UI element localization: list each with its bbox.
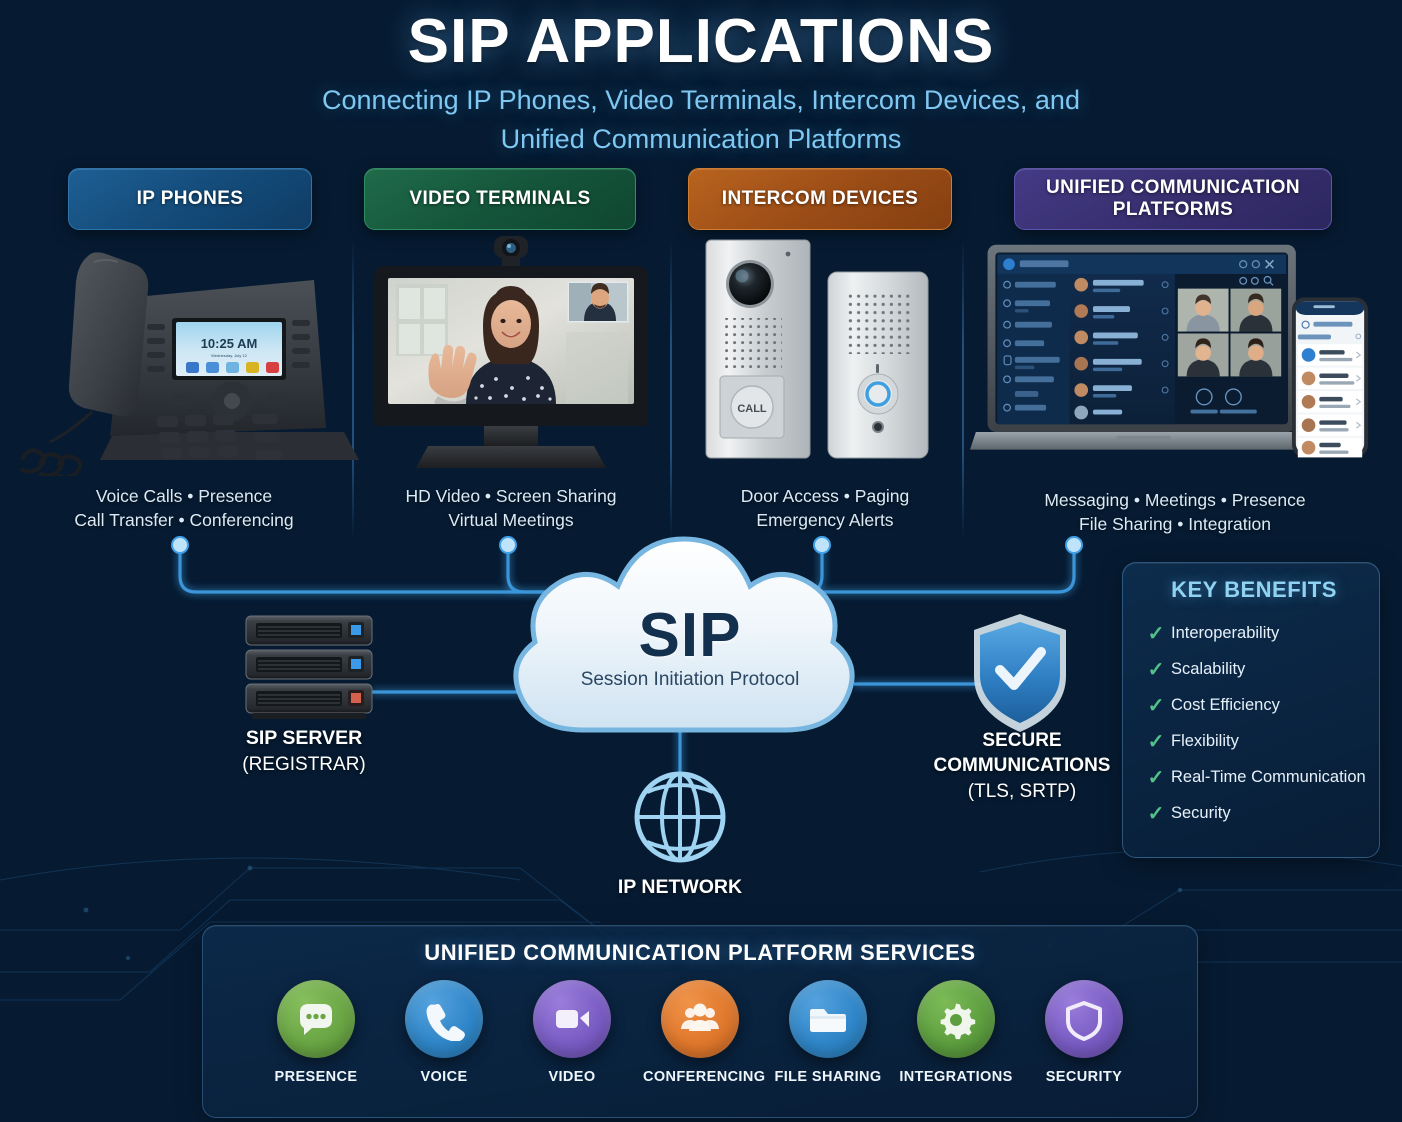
video-camera-icon <box>556 1010 589 1028</box>
intercom-devices-image: CALL <box>705 239 929 459</box>
benefit-item-cost-efficiency: ✓ Cost Efficiency <box>1141 687 1367 723</box>
service-label: VOICE <box>420 1069 468 1085</box>
benefit-item-security: ✓ Security <box>1141 795 1367 831</box>
secure-label-line-3: (TLS, SRTP) <box>967 780 1077 802</box>
people-group-icon <box>681 1003 719 1031</box>
ip-phones-caption: Voice Calls • Presence Call Transfer • C… <box>14 484 354 532</box>
service-item-presence[interactable]: PRESENCE <box>259 980 373 1085</box>
file-sharing-bubble <box>789 980 867 1058</box>
check-icon: ✓ <box>1147 658 1165 681</box>
benefit-item-real-time-communication: ✓ Real-Time Communication <box>1141 759 1367 795</box>
sip-server-label-line-1: SIP SERVER <box>245 727 363 749</box>
benefit-item-interoperability: ✓ Interoperability <box>1141 615 1367 651</box>
column-divider-1 <box>352 240 354 540</box>
ip-desk-phone-image: 10:25 AM Wednesday, July 12 <box>19 252 359 476</box>
intercom-devices-caption: Door Access • Paging Emergency Alerts <box>700 484 950 532</box>
ip-phones-caption-line-1: Voice Calls • Presence <box>95 486 273 506</box>
service-label: INTEGRATIONS <box>899 1069 1013 1085</box>
benefit-label: Interoperability <box>1171 623 1280 642</box>
service-item-video[interactable]: VIDEO <box>515 980 629 1085</box>
intercom-devices-caption-line-2: Emergency Alerts <box>756 510 894 531</box>
video-terminals-caption-line-1: HD Video • Screen Sharing <box>405 486 617 506</box>
check-icon: ✓ <box>1147 802 1165 825</box>
benefit-label: Scalability <box>1171 659 1246 678</box>
uc-platforms-caption-line-2: File Sharing • Integration <box>1079 514 1271 535</box>
uc-platform-laptop-phone-image <box>970 244 1369 458</box>
video-terminals-caption-line-2: Virtual Meetings <box>448 510 574 531</box>
phone-icon <box>426 1003 465 1041</box>
check-icon: ✓ <box>1147 622 1165 645</box>
services-icon-row: PRESENCE VOICE VIDEO <box>203 966 1197 1085</box>
ip-phones-caption-line-2: Call Transfer • Conferencing <box>74 510 294 531</box>
check-icon: ✓ <box>1147 694 1165 717</box>
service-item-conferencing[interactable]: CONFERENCING <box>643 980 766 1085</box>
service-label: VIDEO <box>548 1069 596 1085</box>
uc-platform-services-panel: UNIFIED COMMUNICATION PLATFORM SERVICES … <box>202 925 1198 1118</box>
category-chip-unified-communication-platforms[interactable]: UNIFIED COMMUNICATION PLATFORMS <box>1014 168 1332 230</box>
benefit-label: Real-Time Communication <box>1171 767 1366 786</box>
column-divider-2 <box>670 240 672 540</box>
benefit-label: Cost Efficiency <box>1171 695 1280 714</box>
check-icon: ✓ <box>1147 730 1165 753</box>
secure-label-line-2: COMMUNICATIONS <box>933 755 1111 777</box>
service-label: CONFERENCING <box>643 1069 766 1085</box>
service-item-integrations[interactable]: INTEGRATIONS <box>899 980 1013 1085</box>
benefit-label: Flexibility <box>1171 731 1239 750</box>
check-icon: ✓ <box>1147 766 1165 789</box>
category-chip-intercom-devices[interactable]: INTERCOM DEVICES <box>688 168 952 230</box>
subtitle-line-2: Unified Communication Platforms <box>500 123 902 154</box>
security-bubble <box>1045 980 1123 1058</box>
column-divider-3 <box>962 240 964 540</box>
key-benefits-panel: KEY BENEFITS ✓ Interoperability ✓ Scalab… <box>1122 562 1380 858</box>
folder-icon <box>810 1009 846 1032</box>
voice-bubble <box>405 980 483 1058</box>
integrations-bubble <box>917 980 995 1058</box>
service-item-file-sharing[interactable]: FILE SHARING <box>771 980 885 1085</box>
presence-bubble <box>277 980 355 1058</box>
chat-bubble-icon <box>300 1004 332 1035</box>
category-chip-ip-phones[interactable]: IP PHONES <box>68 168 312 230</box>
phone-screen-time: 10:25 AM <box>201 336 258 351</box>
ip-network-label: IP NETWORK <box>617 876 743 898</box>
shield-icon <box>1066 1001 1102 1041</box>
page-title: SIP APPLICATIONS <box>407 7 995 76</box>
video-terminal-image <box>374 236 648 468</box>
service-label: FILE SHARING <box>774 1069 882 1085</box>
services-title: UNIFIED COMMUNICATION PLATFORM SERVICES <box>424 940 976 965</box>
conferencing-bubble <box>661 980 739 1058</box>
intercom-devices-caption-line-1: Door Access • Paging <box>740 486 910 506</box>
service-item-security[interactable]: SECURITY <box>1027 980 1141 1085</box>
page-subtitle: Connecting IP Phones, Video Terminals, I… <box>0 81 1402 158</box>
service-label: SECURITY <box>1045 1069 1123 1085</box>
category-chip-video-terminals[interactable]: VIDEO TERMINALS <box>364 168 636 230</box>
video-terminals-caption: HD Video • Screen Sharing Virtual Meetin… <box>366 484 656 532</box>
sip-server-label-line-2: (REGISTRAR) <box>242 753 366 775</box>
svg-text:Wednesday, July 12: Wednesday, July 12 <box>211 353 247 358</box>
benefit-item-flexibility: ✓ Flexibility <box>1141 723 1367 759</box>
service-item-voice[interactable]: VOICE <box>387 980 501 1085</box>
uc-platforms-caption: Messaging • Meetings • Presence File Sha… <box>970 488 1380 536</box>
intercom-call-button-label: CALL <box>737 403 767 415</box>
sip-server-label: SIP SERVER (REGISTRAR) <box>190 726 418 777</box>
service-label: PRESENCE <box>274 1069 358 1085</box>
category-chip-row: IP PHONES VIDEO TERMINALS INTERCOM DEVIC… <box>0 168 1402 230</box>
uc-platforms-caption-line-1: Messaging • Meetings • Presence <box>1044 490 1306 510</box>
gear-icon <box>940 1003 976 1040</box>
secure-label-line-1: SECURE <box>982 730 1062 751</box>
benefit-item-scalability: ✓ Scalability <box>1141 651 1367 687</box>
subtitle-line-1: Connecting IP Phones, Video Terminals, I… <box>322 85 1080 116</box>
key-benefits-title: KEY BENEFITS <box>1171 577 1337 602</box>
header: SIP APPLICATIONS Connecting IP Phones, V… <box>0 0 1402 158</box>
secure-communications-label: SECURE COMMUNICATIONS (TLS, SRTP) <box>912 728 1132 804</box>
benefit-label: Security <box>1171 803 1231 822</box>
video-bubble <box>533 980 611 1058</box>
